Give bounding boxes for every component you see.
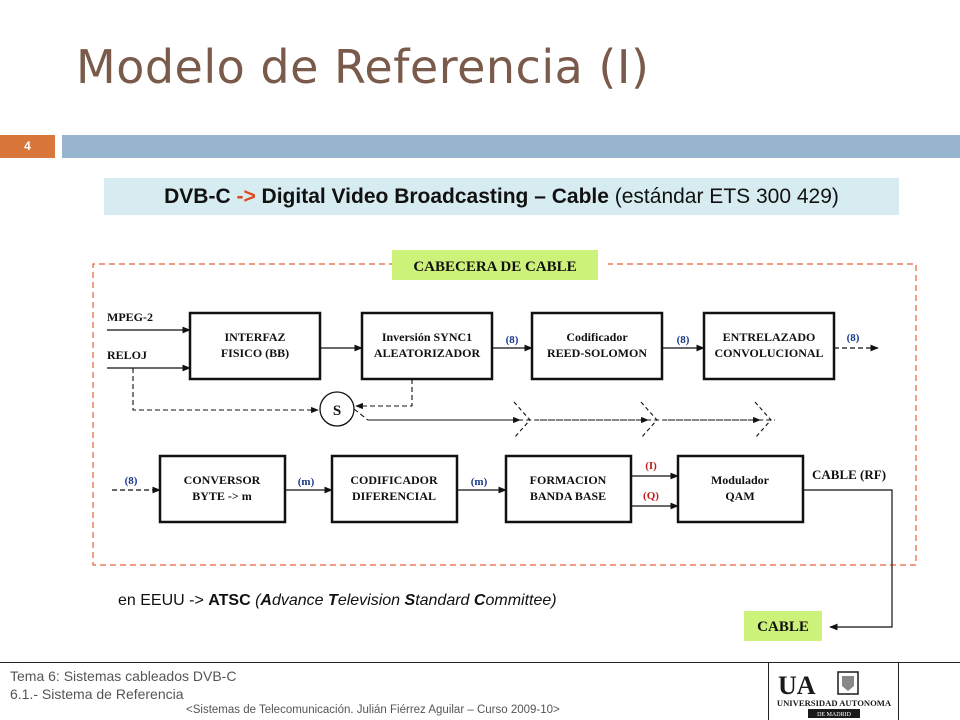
output-path — [803, 489, 893, 631]
block-formacion-banda-base-line2: BANDA BASE — [530, 489, 606, 503]
heading-expansion: Digital Video Broadcasting – Cable — [255, 185, 609, 208]
signal-r1-1: (8) — [506, 334, 519, 346]
note-w2: elevision — [337, 592, 405, 609]
logo-crest — [837, 671, 859, 695]
headend-frame — [92, 263, 917, 566]
block-modulador-qam-line1: Modulador — [711, 473, 770, 487]
block-modulador-qam: Modulador QAM — [676, 454, 805, 524]
sync-distribution-path — [353, 408, 775, 421]
block-modulador-qam-line2: QAM — [725, 489, 754, 503]
sync-tap-1 — [513, 401, 531, 439]
signal-r2-in: (8) — [125, 475, 138, 487]
block-reed-solomon: Codificador REED-SOLOMON — [530, 311, 664, 381]
heading-dvbc: DVB-C — [164, 185, 237, 208]
logo-sub: DE MADRID — [817, 712, 851, 718]
slide-number-badge: 4 — [0, 135, 55, 158]
slide-title: Modelo de Referencia (I) — [76, 40, 650, 94]
signal-i: (I) — [645, 460, 657, 472]
output-label: CABLE (RF) — [812, 467, 886, 482]
signal-q: (Q) — [643, 490, 659, 502]
sync-symbol-label: S — [333, 403, 341, 419]
heading-banner: DVB-C -> Digital Video Broadcasting – Ca… — [104, 178, 899, 215]
note-open: ( — [250, 592, 261, 609]
heading-arrow: -> — [236, 185, 256, 208]
block-formacion-banda-base-line1: FORMACION — [530, 473, 607, 487]
note-t: T — [328, 592, 338, 609]
heading-standard: (estándar ETS 300 429) — [608, 185, 839, 208]
headend-label-box — [392, 250, 598, 280]
footer-topic: Tema 6: Sistemas cableados DVB-C — [10, 668, 237, 684]
note-atsc: ATSC — [208, 592, 251, 609]
block-conversor-line1: CONVERSOR — [184, 473, 261, 487]
cable-label-box — [744, 611, 822, 641]
footer-course: <Sistemas de Telecomunicación. Julián Fi… — [186, 704, 560, 716]
signal-r2-1: (m) — [298, 476, 315, 488]
note-a: A — [260, 592, 272, 609]
clock-dashed-path — [132, 368, 319, 414]
title-underline-bar — [62, 135, 960, 158]
sync-tap-3 — [754, 401, 772, 439]
block-conversor: CONVERSOR BYTE -> m — [158, 454, 287, 524]
slide-number: 4 — [24, 139, 31, 153]
signal-r1-2: (8) — [677, 334, 690, 346]
logo-text: UNIVERSIDAD AUTONOMA — [777, 698, 892, 708]
heading-text: DVB-C -> Digital Video Broadcasting – Ca… — [104, 178, 899, 215]
sync-tap-2 — [640, 401, 658, 439]
note-s: S — [404, 592, 416, 609]
block-codificador-diferencial-line1: CODIFICADOR — [350, 473, 438, 487]
footer-divider — [768, 662, 769, 720]
uam-logo: UA UNIVERSIDAD AUTONOMA DE MADRID — [777, 671, 892, 718]
headend-label: CABECERA DE CABLE — [413, 259, 576, 275]
sync-feedback-path — [355, 379, 413, 410]
block-entrelazado-line2: CONVOLUCIONAL — [714, 346, 823, 360]
block-aleatorizador-line2: ALEATORIZADOR — [374, 346, 481, 360]
signal-r1-3: (8) — [847, 332, 860, 344]
footer-divider — [898, 662, 899, 720]
block-codificador-diferencial: CODIFICADOR DIFERENCIAL — [330, 454, 459, 524]
note-w3: tandard — [415, 592, 474, 609]
block-aleatorizador: Inversión SYNC1 ALEATORIZADOR — [360, 311, 494, 381]
input-reloj: RELOJ — [107, 348, 147, 362]
block-reed-solomon-line1: Codificador — [566, 330, 628, 344]
logo-crest-detail — [842, 676, 854, 691]
note-w4: ommittee) — [485, 592, 557, 609]
block-interfaz-fisico-line2: FISICO (BB) — [221, 346, 289, 360]
block-codificador-diferencial-line2: DIFERENCIAL — [352, 489, 436, 503]
block-formacion-banda-base: FORMACION BANDA BASE — [504, 454, 633, 524]
cable-label: CABLE — [757, 619, 809, 635]
note-prefix: en EEUU -> — [118, 592, 209, 609]
block-entrelazado-line1: ENTRELAZADO — [723, 330, 816, 344]
note-c: C — [473, 592, 486, 609]
block-reed-solomon-line2: REED-SOLOMON — [547, 346, 647, 360]
footer-rule — [0, 662, 960, 663]
note-w1: dvance — [271, 592, 329, 609]
logo-sub-bar — [808, 709, 860, 718]
signal-r2-2: (m) — [471, 476, 488, 488]
input-mpeg2: MPEG-2 — [107, 310, 153, 324]
block-conversor-line2: BYTE -> m — [192, 489, 252, 503]
footer-section: 6.1.- Sistema de Referencia — [10, 686, 184, 702]
logo-mark: UA — [778, 671, 816, 700]
atsc-note: en EEUU -> ATSC (Advance Television Stan… — [118, 592, 557, 610]
block-aleatorizador-line1: Inversión SYNC1 — [382, 330, 472, 344]
block-interfaz-fisico: INTERFAZ FISICO (BB) — [188, 311, 322, 381]
block-interfaz-fisico-line1: INTERFAZ — [224, 330, 285, 344]
block-entrelazado: ENTRELAZADO CONVOLUCIONAL — [702, 311, 836, 381]
